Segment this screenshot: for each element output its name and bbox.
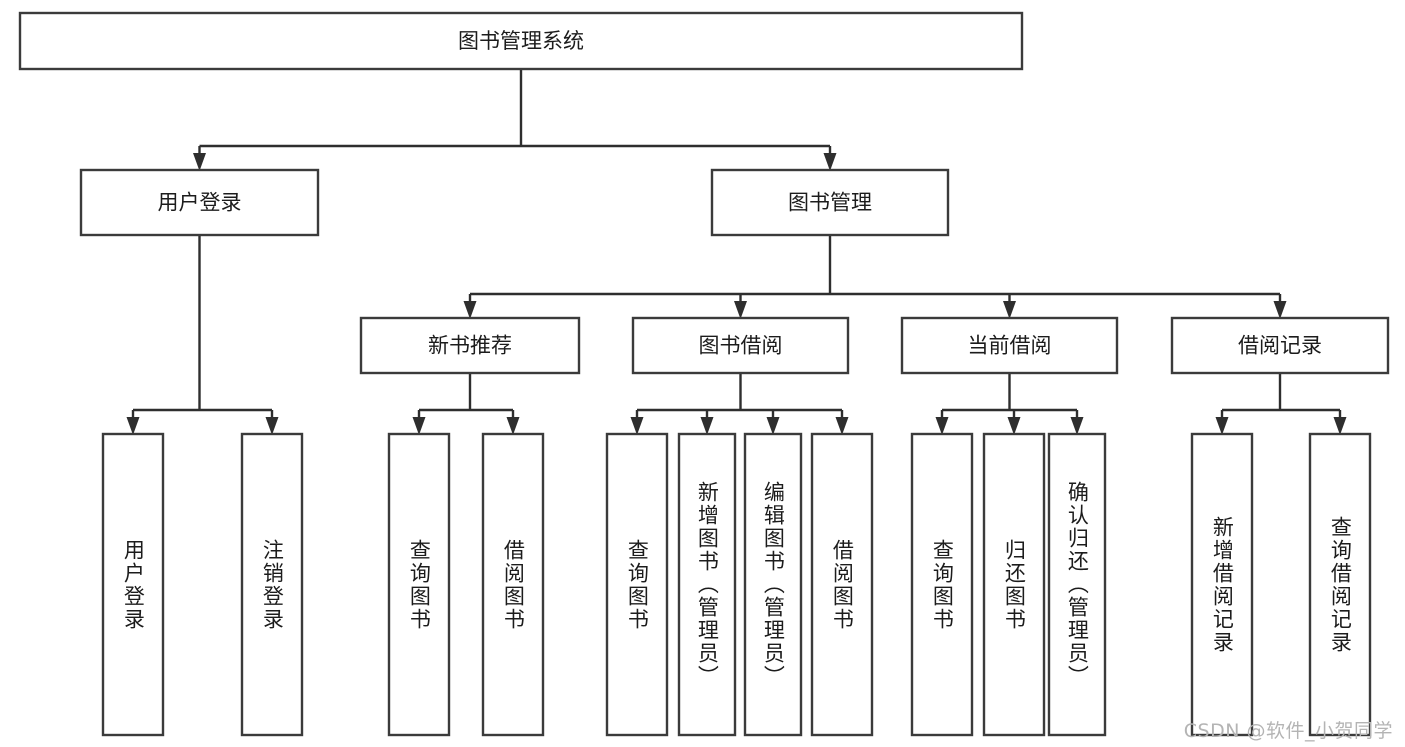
node-label-root: 图书管理系统 <box>458 29 584 53</box>
node-box-leaf-user-login[interactable] <box>101 432 165 737</box>
arrow-head-leaf-borrow-book-2 <box>835 417 849 435</box>
node-label-user-login: 用户登录 <box>158 191 242 215</box>
node-label-borrow-record: 借阅记录 <box>1238 334 1322 358</box>
node-box-leaf-edit-book[interactable] <box>743 432 803 737</box>
arrow-head-leaf-query-book-2 <box>630 417 644 435</box>
node-box-current-borrow[interactable] <box>900 316 1119 375</box>
arrow-head-leaf-add-record <box>1215 417 1229 435</box>
node-label-new-book-recommend: 新书推荐 <box>428 334 512 358</box>
arrow-head-current-borrow <box>1003 301 1016 319</box>
arrow-head-leaf-user-login <box>126 417 140 435</box>
node-box-leaf-add-book[interactable] <box>677 432 737 737</box>
arrow-head-leaf-user-logout <box>265 417 279 435</box>
node-box-leaf-confirm-return[interactable] <box>1047 432 1107 737</box>
node-box-leaf-return-book[interactable] <box>982 432 1046 737</box>
node-box-user-login[interactable] <box>79 168 320 237</box>
arrow-head-leaf-borrow-book-1 <box>506 417 520 435</box>
arrow-head-leaf-query-record <box>1333 417 1347 435</box>
node-box-book-management[interactable] <box>710 168 950 237</box>
arrow-head-leaf-return-book <box>1007 417 1021 435</box>
node-box-leaf-query-record[interactable] <box>1308 432 1372 737</box>
arrow-head-leaf-add-book <box>700 417 714 435</box>
arrow-head-book-borrow <box>734 301 747 319</box>
arrow-head-borrow-record <box>1273 301 1287 319</box>
node-box-new-book-recommend[interactable] <box>359 316 581 375</box>
node-box-leaf-query-book-1[interactable] <box>387 432 451 737</box>
arrow-head-leaf-query-book-1 <box>412 417 426 435</box>
arrow-head-user-login <box>193 153 206 171</box>
arrow-head-book-management <box>823 153 837 171</box>
node-box-leaf-borrow-book-2[interactable] <box>810 432 874 737</box>
node-box-leaf-add-record[interactable] <box>1190 432 1254 737</box>
connector-layer <box>126 69 1347 435</box>
arrow-head-leaf-confirm-return <box>1070 417 1084 435</box>
node-box-book-borrow[interactable] <box>631 316 850 375</box>
watermark-text: CSDN @软件_小贺同学 <box>1183 720 1393 742</box>
node-box-leaf-user-logout[interactable] <box>240 432 304 737</box>
node-box-borrow-record[interactable] <box>1170 316 1390 375</box>
node-label-book-management: 图书管理 <box>788 191 872 215</box>
node-box-root[interactable] <box>18 11 1024 71</box>
node-box-layer <box>18 11 1390 737</box>
node-label-book-borrow: 图书借阅 <box>699 334 783 358</box>
node-box-leaf-borrow-book-1[interactable] <box>481 432 545 737</box>
arrow-head-new-book-recommend <box>463 301 477 319</box>
arrow-head-leaf-edit-book <box>766 417 780 435</box>
node-box-leaf-query-book-2[interactable] <box>605 432 669 737</box>
node-label-current-borrow: 当前借阅 <box>968 334 1052 358</box>
arrow-head-leaf-query-book-3 <box>935 417 949 435</box>
node-box-leaf-query-book-3[interactable] <box>910 432 974 737</box>
